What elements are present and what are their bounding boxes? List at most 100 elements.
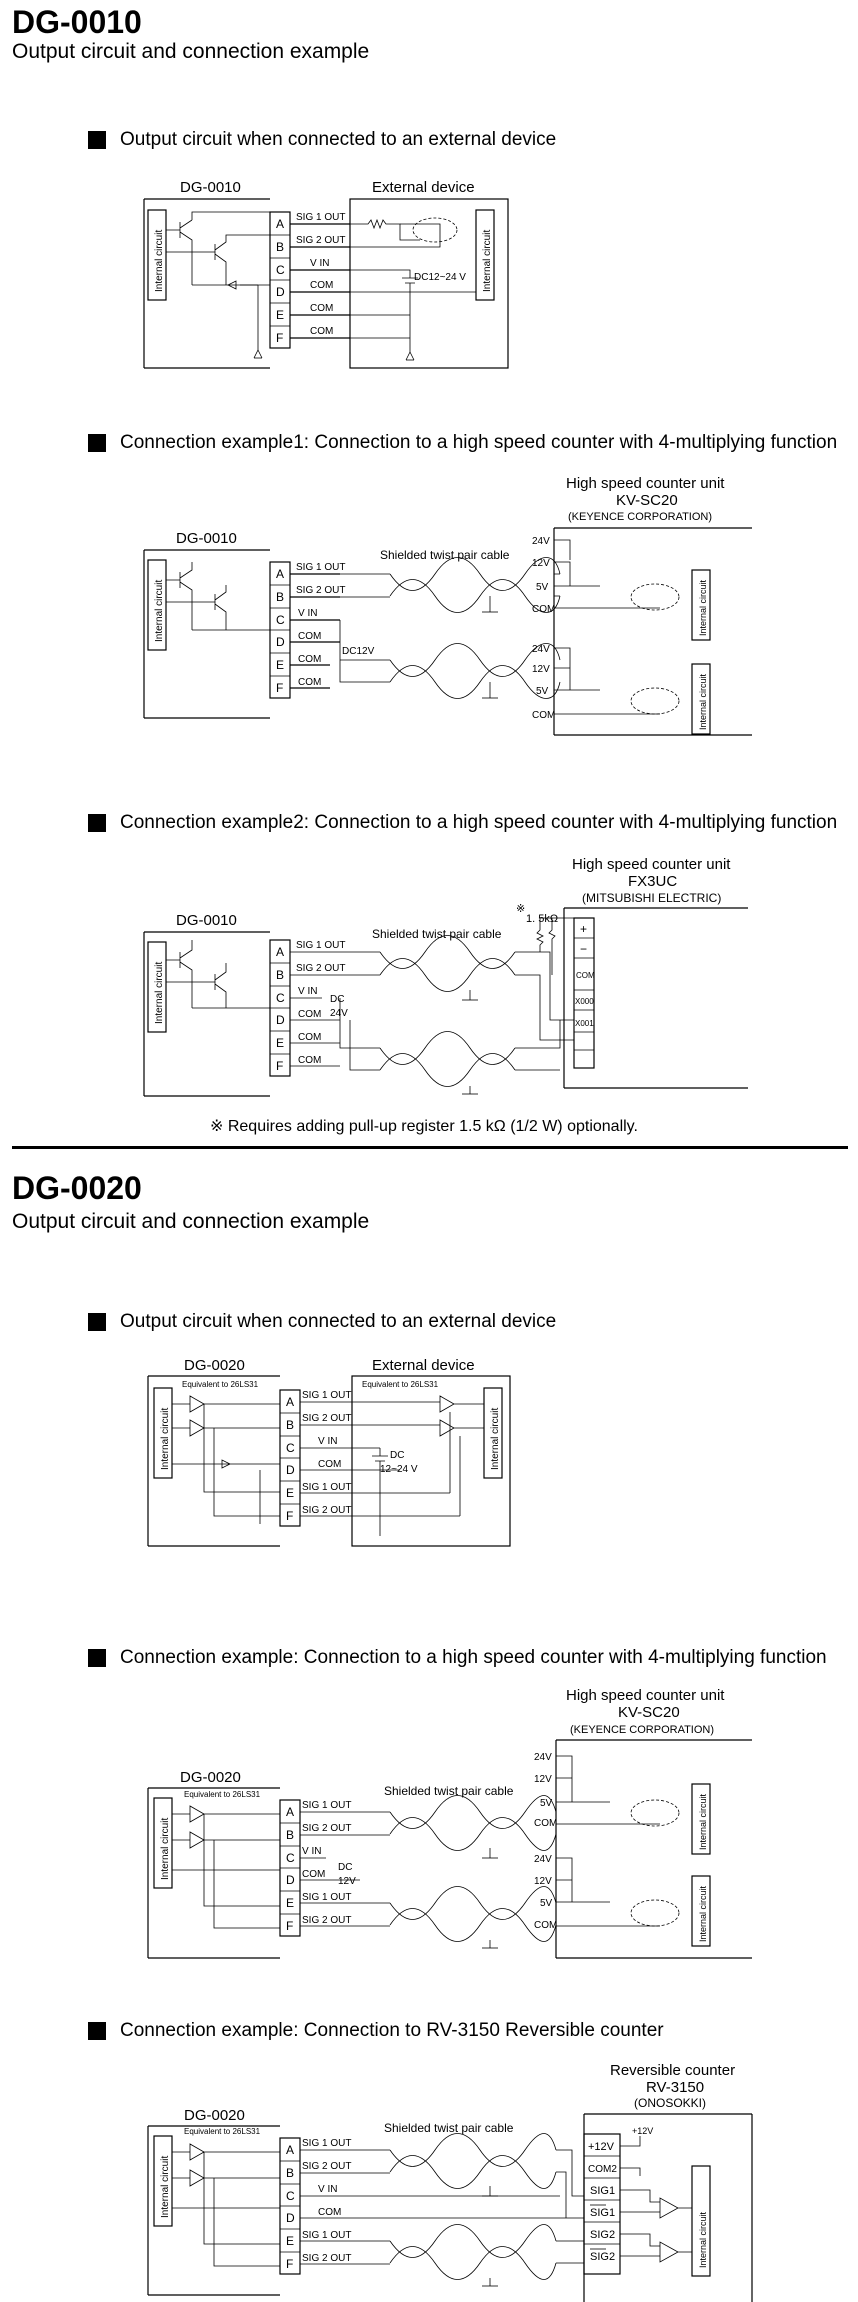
- svg-text:A: A: [276, 945, 284, 959]
- svg-text:Internal circuit: Internal circuit: [160, 1818, 171, 1880]
- pull-up-note: ※ Requires adding pull-up register 1.5 k…: [210, 1118, 638, 1135]
- svg-text:A: A: [276, 217, 284, 231]
- svg-text:DC: DC: [390, 1450, 404, 1461]
- svg-text:Internal circuit: Internal circuit: [698, 673, 708, 730]
- svg-text:24V: 24V: [534, 1854, 552, 1865]
- svg-text:E: E: [276, 658, 284, 672]
- svg-text:DG-0010: DG-0010: [176, 530, 237, 547]
- bullet-square-icon: [88, 814, 106, 832]
- svg-text:F: F: [276, 331, 283, 345]
- svg-text:Equivalent to 26LS31: Equivalent to 26LS31: [182, 1380, 259, 1389]
- svg-text:COM: COM: [318, 2207, 341, 2218]
- svg-text:V IN: V IN: [318, 2184, 337, 2195]
- svg-text:SIG 1 OUT: SIG 1 OUT: [302, 1390, 351, 1401]
- svg-text:DC: DC: [338, 1862, 352, 1873]
- svg-text:SIG 1 OUT: SIG 1 OUT: [296, 562, 345, 573]
- svg-text:24V: 24V: [330, 1008, 348, 1019]
- svg-text:SIG2: SIG2: [590, 2229, 615, 2241]
- svg-text:C: C: [286, 1441, 295, 1455]
- svg-text:SIG 2 OUT: SIG 2 OUT: [296, 963, 345, 974]
- svg-text:A: A: [276, 567, 284, 581]
- svg-text:Shielded twist pair cable: Shielded twist pair cable: [380, 548, 510, 562]
- svg-text:D: D: [286, 2211, 295, 2225]
- connection-example2-diagram: High speed counter unit FX3UC (MITSUBISH…: [143, 856, 748, 1097]
- svg-text:D: D: [286, 1463, 295, 1477]
- svg-text:Internal circuit: Internal circuit: [160, 1408, 171, 1470]
- svg-text:A: A: [286, 2143, 294, 2157]
- bullet-square-icon: [88, 131, 106, 149]
- svg-text:5V: 5V: [536, 686, 549, 697]
- svg-text:D: D: [286, 1873, 295, 1887]
- svg-text:F: F: [286, 1919, 293, 1933]
- svg-text:E: E: [286, 2234, 294, 2248]
- svg-text:Shielded twist pair cable: Shielded twist pair cable: [384, 2121, 514, 2135]
- svg-text:+12V: +12V: [588, 2141, 615, 2153]
- svg-text:Internal circuit: Internal circuit: [482, 230, 493, 292]
- section-heading: Output circuit when connected to an exte…: [88, 1311, 556, 1333]
- svg-text:SIG 1 OUT: SIG 1 OUT: [302, 2138, 351, 2149]
- svg-text:COM: COM: [298, 631, 321, 642]
- svg-text:Equivalent to 26LS31: Equivalent to 26LS31: [362, 1380, 439, 1389]
- svg-text:(MITSUBISHI ELECTRIC): (MITSUBISHI ELECTRIC): [582, 891, 721, 905]
- section-divider: [12, 1146, 848, 1149]
- svg-text:DG-0010: DG-0010: [180, 179, 241, 196]
- page-subtitle: Output circuit and connection example: [12, 40, 370, 63]
- svg-text:−: −: [580, 942, 587, 956]
- svg-text:12V: 12V: [532, 664, 550, 675]
- svg-text:5V: 5V: [540, 1898, 553, 1909]
- svg-text:SIG 2 OUT: SIG 2 OUT: [302, 1413, 351, 1424]
- svg-text:X000: X000: [575, 997, 594, 1006]
- svg-text:COM: COM: [310, 280, 333, 291]
- svg-text:V IN: V IN: [318, 1436, 337, 1447]
- page-title: DG-0010: [12, 4, 142, 40]
- svg-text:COM: COM: [298, 1009, 321, 1020]
- section-heading: Connection example1: Connection to a hig…: [88, 432, 837, 454]
- svg-text:B: B: [276, 240, 284, 254]
- svg-text:(KEYENCE CORPORATION): (KEYENCE CORPORATION): [568, 511, 712, 523]
- svg-text:High speed counter unit: High speed counter unit: [566, 1687, 725, 1704]
- svg-text:SIG 2 OUT: SIG 2 OUT: [296, 585, 345, 596]
- svg-text:5V: 5V: [536, 582, 549, 593]
- svg-text:F: F: [286, 1509, 293, 1523]
- svg-text:SIG2: SIG2: [590, 2251, 615, 2263]
- svg-text:COM: COM: [576, 971, 595, 980]
- svg-text:SIG 1 OUT: SIG 1 OUT: [302, 1800, 351, 1811]
- svg-text:DC: DC: [330, 994, 344, 1005]
- svg-text:24V: 24V: [532, 644, 550, 655]
- svg-text:COM: COM: [298, 1055, 321, 1066]
- svg-text:COM: COM: [302, 1869, 325, 1880]
- svg-text:FX3UC: FX3UC: [628, 873, 677, 890]
- connection-example-rv3150: Reversible counter RV-3150 (ONOSOKKI) DG…: [147, 2062, 753, 2302]
- svg-text:DG-0020: DG-0020: [184, 1357, 245, 1374]
- svg-text:+: +: [580, 922, 587, 936]
- svg-text:+12V: +12V: [632, 2126, 653, 2136]
- svg-text:SIG1: SIG1: [590, 2185, 615, 2197]
- svg-text:SIG 1 OUT: SIG 1 OUT: [302, 1482, 351, 1493]
- svg-text:12V: 12V: [534, 1774, 552, 1785]
- svg-text:SIG 1 OUT: SIG 1 OUT: [302, 1892, 351, 1903]
- svg-text:D: D: [276, 1013, 285, 1027]
- svg-text:COM: COM: [532, 710, 555, 721]
- bullet-square-icon: [88, 1313, 106, 1331]
- svg-text:Internal circuit: Internal circuit: [490, 1408, 501, 1470]
- svg-text:SIG 2 OUT: SIG 2 OUT: [302, 2253, 351, 2264]
- svg-text:SIG 2 OUT: SIG 2 OUT: [302, 1823, 351, 1834]
- svg-text:A: A: [286, 1805, 294, 1819]
- svg-text:COM: COM: [310, 326, 333, 337]
- pin-block: A B C D E F: [269, 211, 291, 349]
- svg-text:SIG 1 OUT: SIG 1 OUT: [296, 940, 345, 951]
- svg-text:(ONOSOKKI): (ONOSOKKI): [634, 2096, 706, 2110]
- svg-text:12~24 V: 12~24 V: [380, 1464, 418, 1475]
- bullet-square-icon: [88, 1649, 106, 1667]
- svg-text:E: E: [286, 1896, 294, 1910]
- svg-text:Equivalent to 26LS31: Equivalent to 26LS31: [184, 2127, 261, 2136]
- svg-text:DG-0020: DG-0020: [184, 2107, 245, 2124]
- svg-text:A: A: [286, 1395, 294, 1409]
- output-circuit-diagram: DG-0010 Internal circuit A B C D E F SIG…: [143, 179, 509, 369]
- svg-text:24V: 24V: [532, 536, 550, 547]
- svg-text:DC12V: DC12V: [342, 646, 375, 657]
- svg-text:E: E: [276, 308, 284, 322]
- svg-text:E: E: [286, 1486, 294, 1500]
- connection-example1-diagram: High speed counter unit KV-SC20 (KEYENCE…: [143, 475, 752, 736]
- svg-text:SIG 1 OUT: SIG 1 OUT: [296, 212, 345, 223]
